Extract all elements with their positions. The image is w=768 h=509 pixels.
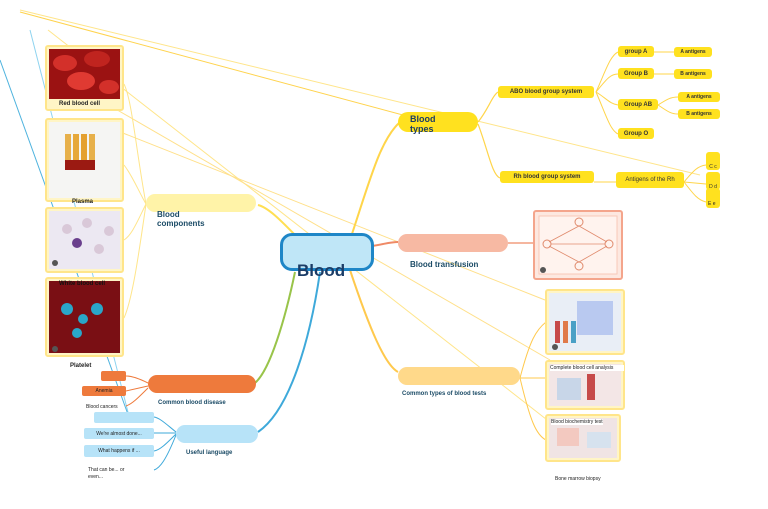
rh-system-label: Rh blood group system	[513, 174, 581, 180]
group-ab-label: Group AB	[623, 101, 653, 108]
group-a-label: group A	[624, 48, 648, 55]
tests-node[interactable]	[398, 367, 520, 385]
rh-cc-node[interactable]: C c	[706, 152, 720, 170]
test-cbc-label: Complete blood cell analysis	[550, 365, 624, 371]
group-b-label: Group B	[624, 70, 648, 77]
plasma-card[interactable]	[45, 118, 124, 202]
rbc-card[interactable]: Red blood cell	[45, 45, 124, 111]
plasma-image	[49, 122, 120, 198]
group-a-antigen-node[interactable]: A antigens	[674, 47, 712, 57]
platelet-card[interactable]: White blood cell	[45, 277, 124, 357]
group-ab-b-antigen-node[interactable]: B antigens	[678, 109, 720, 119]
group-b-node[interactable]: Group B	[618, 68, 654, 79]
abo-system-node[interactable]: ABO blood group system	[498, 86, 594, 98]
rh-dd-label: D d	[709, 184, 717, 190]
language-item-almost-done-label: We're almost done...	[96, 430, 142, 437]
language-item-what-happens-label: What happens if ...	[98, 448, 140, 454]
white-blood-cell-image	[49, 211, 120, 269]
tests-label: Common types of blood tests	[402, 391, 487, 397]
platelet-image	[49, 281, 120, 353]
disease-item-anemia-label: Anemia	[95, 388, 113, 394]
language-item-blank[interactable]	[94, 412, 154, 423]
rbc-label: Red blood cell	[59, 101, 101, 107]
group-o-label: Group O	[623, 130, 649, 137]
language-item-what-happens[interactable]: What happens if ...	[84, 445, 154, 457]
red-blood-cell-image	[49, 49, 120, 99]
language-item-almost-done[interactable]: We're almost done...	[84, 428, 154, 439]
blood-types-node[interactable]	[398, 112, 478, 132]
disease-item-cancers[interactable]: Blood cancers	[86, 404, 118, 410]
central-topic-label: Blood	[297, 261, 346, 280]
abo-system-label: ABO blood group system	[509, 89, 583, 95]
lab-test-image	[549, 293, 621, 351]
plasma-label: Plasma	[72, 199, 94, 205]
wbc-card[interactable]	[45, 207, 124, 273]
wbc-label: White blood cell	[59, 281, 105, 287]
language-label: Useful language	[186, 450, 233, 456]
test-biochem-card[interactable]: Blood biochemistry test	[545, 414, 621, 462]
blood-types-label: Blood types	[410, 114, 436, 134]
disease-label: Common blood disease	[158, 400, 226, 406]
test-image-card	[545, 289, 625, 355]
transfusion-picture	[533, 210, 623, 280]
group-o-node[interactable]: Group O	[618, 128, 654, 139]
group-b-antigen-label: B antigens	[680, 71, 706, 77]
rh-antigen-node[interactable]: Antigens of the Rh	[616, 172, 684, 188]
rh-dd-node[interactable]: D d	[706, 172, 720, 190]
disease-node[interactable]	[148, 375, 256, 393]
platelet-label: Platelet	[70, 363, 92, 369]
rh-antigen-label: Antigens of the Rh	[625, 177, 675, 183]
test-biochem-label: Blood biochemistry test	[551, 419, 603, 425]
disease-item-anemia[interactable]: Anemia	[82, 386, 126, 396]
rh-ee-node[interactable]	[706, 188, 720, 208]
group-a-node[interactable]: group A	[618, 46, 654, 57]
group-ab-a-antigen-node[interactable]: A antigens	[678, 92, 720, 102]
transfusion-diagram-icon	[538, 215, 618, 275]
test-cbc-card[interactable]: Complete blood cell analysis	[545, 360, 625, 410]
cbc-image	[549, 364, 621, 406]
group-ab-node[interactable]: Group AB	[618, 99, 658, 110]
transfusion-node[interactable]	[398, 234, 508, 252]
group-b-antigen-node[interactable]: B antigens	[674, 69, 712, 79]
central-topic[interactable]	[280, 233, 374, 271]
components-label: Blood components	[157, 210, 205, 228]
rh-cc-label: C c	[709, 164, 717, 170]
group-ab-b-antigen-label: B antigens	[686, 111, 712, 117]
group-ab-a-antigen-label: A antigens	[686, 94, 712, 100]
disease-item-blank[interactable]	[101, 371, 126, 381]
rh-ee-label: E e	[708, 201, 716, 207]
language-node[interactable]	[176, 425, 258, 443]
transfusion-label: Blood transfusion	[410, 260, 479, 269]
group-a-antigen-label: A antigens	[680, 49, 706, 55]
language-item-that-can-be[interactable]: That can be... or even...	[88, 467, 125, 480]
components-node[interactable]	[146, 194, 256, 212]
test-biopsy-label: Bone marrow biopsy	[555, 476, 601, 482]
rh-system-node[interactable]: Rh blood group system	[500, 171, 594, 183]
